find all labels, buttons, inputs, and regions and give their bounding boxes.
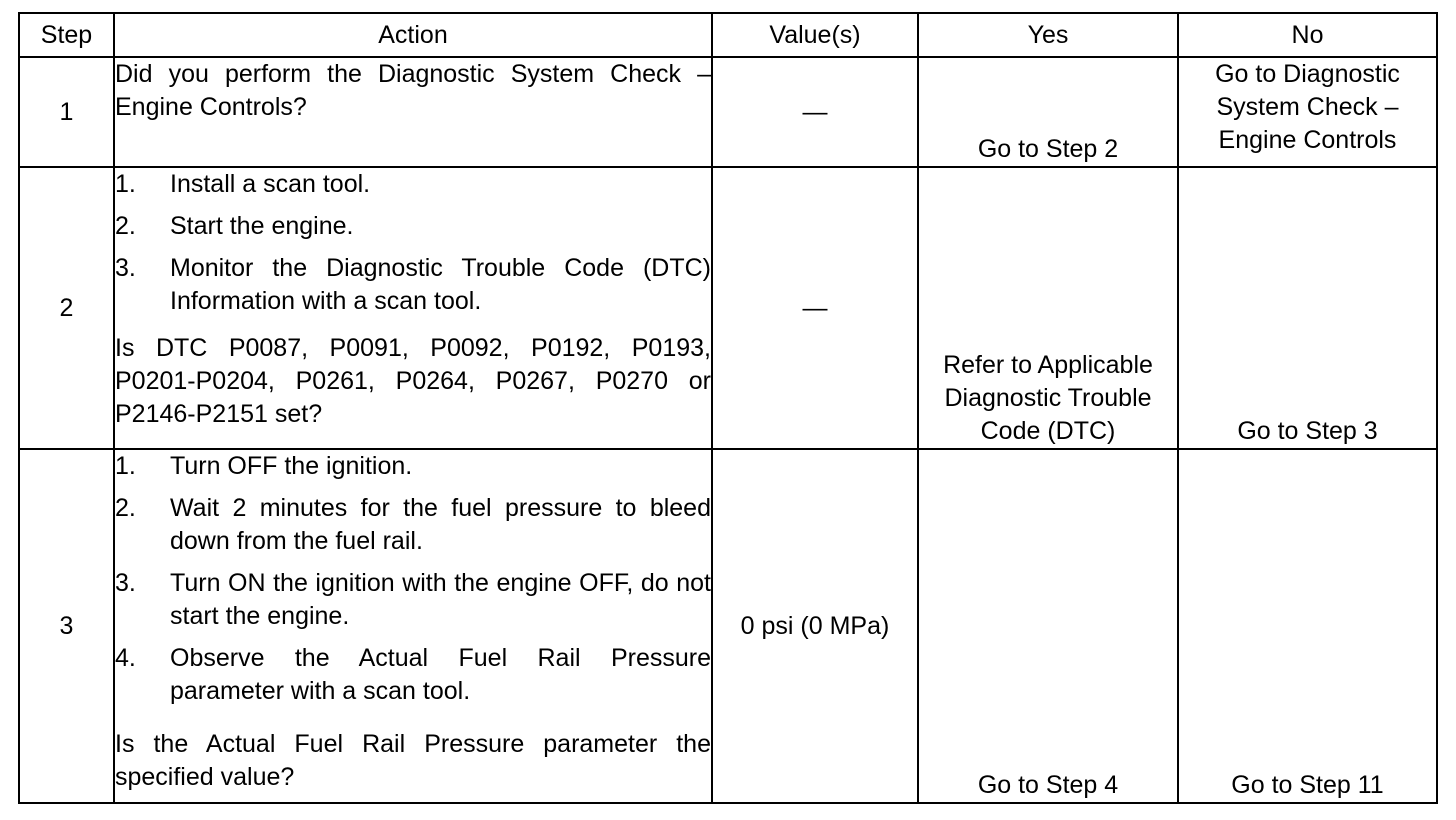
step-number: 2: [18, 166, 115, 450]
header-yes: Yes: [917, 12, 1179, 58]
value-cell: 0 psi (0 MPa): [711, 448, 919, 804]
header-step: Step: [18, 12, 115, 58]
table-row-step-3: 3 1. Turn OFF the ignition. 2. Wait 2 mi…: [18, 448, 1438, 804]
action-question: Is the Actual Fuel Rail Pressure paramet…: [115, 730, 711, 791]
no-cell: Go to Step 3: [1177, 166, 1438, 450]
yes-cell: Go to Step 4: [917, 448, 1179, 804]
action-question: Is DTC P0087, P0091, P0092, P0192, P0193…: [115, 334, 711, 428]
header-no: No: [1177, 12, 1438, 58]
table-row-step-2: 2 1. Install a scan tool. 2. Start the e…: [18, 166, 1438, 450]
list-item-number: 3.: [115, 569, 136, 597]
action-question: Did you perform the Diagnostic System Ch…: [115, 60, 711, 121]
list-item: 4. Observe the Actual Fuel Rail Pressure…: [115, 642, 711, 708]
yes-text: Refer to Applicable Diagnostic Trouble C…: [943, 351, 1153, 445]
list-item-text: Monitor the Diagnostic Trouble Code (DTC…: [170, 254, 711, 315]
action-cell: Did you perform the Diagnostic System Ch…: [113, 56, 713, 168]
action-steps-list: 1. Install a scan tool. 2. Start the eng…: [115, 168, 711, 318]
list-item-number: 1.: [115, 452, 136, 480]
list-item-number: 3.: [115, 254, 136, 282]
list-item: 1. Turn OFF the ignition.: [115, 450, 711, 483]
list-item-text: Start the engine.: [170, 212, 354, 240]
table-row-step-1: 1 Did you perform the Diagnostic System …: [18, 56, 1438, 168]
list-item-text: Install a scan tool.: [170, 170, 371, 198]
list-item-number: 2.: [115, 212, 136, 240]
list-item-text: Wait 2 minutes for the fuel pressure to …: [170, 494, 711, 555]
action-cell: 1. Install a scan tool. 2. Start the eng…: [113, 166, 713, 450]
header-action: Action: [113, 12, 713, 58]
list-item: 3. Monitor the Diagnostic Trouble Code (…: [115, 252, 711, 318]
action-cell: 1. Turn OFF the ignition. 2. Wait 2 minu…: [113, 448, 713, 804]
list-item: 2. Start the engine.: [115, 210, 711, 243]
list-item: 2. Wait 2 minutes for the fuel pressure …: [115, 492, 711, 558]
list-item: 1. Install a scan tool.: [115, 168, 711, 201]
diagnostic-table: Step Action Value(s) Yes No 1 Did you pe…: [18, 12, 1438, 804]
list-item-text: Turn ON the ignition with the engine OFF…: [170, 569, 711, 630]
value-text: —: [802, 293, 828, 322]
list-item-number: 1.: [115, 170, 136, 198]
header-values: Value(s): [711, 12, 919, 58]
list-item: 3. Turn ON the ignition with the engine …: [115, 567, 711, 633]
step-number: 3: [18, 448, 115, 804]
header-row: Step Action Value(s) Yes No: [18, 12, 1438, 58]
value-text: —: [802, 97, 828, 126]
no-cell: Go to Diagnostic System Check – Engine C…: [1177, 56, 1438, 168]
value-cell: —: [711, 56, 919, 168]
step-number: 1: [18, 56, 115, 168]
yes-cell: Go to Step 2: [917, 56, 1179, 168]
list-item-number: 4.: [115, 644, 136, 672]
value-text: 0 psi (0 MPa): [740, 611, 890, 640]
list-item-number: 2.: [115, 494, 136, 522]
no-cell: Go to Step 11: [1177, 448, 1438, 804]
value-cell: —: [711, 166, 919, 450]
yes-cell: Refer to Applicable Diagnostic Trouble C…: [917, 166, 1179, 450]
list-item-text: Observe the Actual Fuel Rail Pressure pa…: [170, 644, 711, 705]
list-item-text: Turn OFF the ignition.: [170, 452, 413, 480]
action-steps-list: 1. Turn OFF the ignition. 2. Wait 2 minu…: [115, 450, 711, 708]
